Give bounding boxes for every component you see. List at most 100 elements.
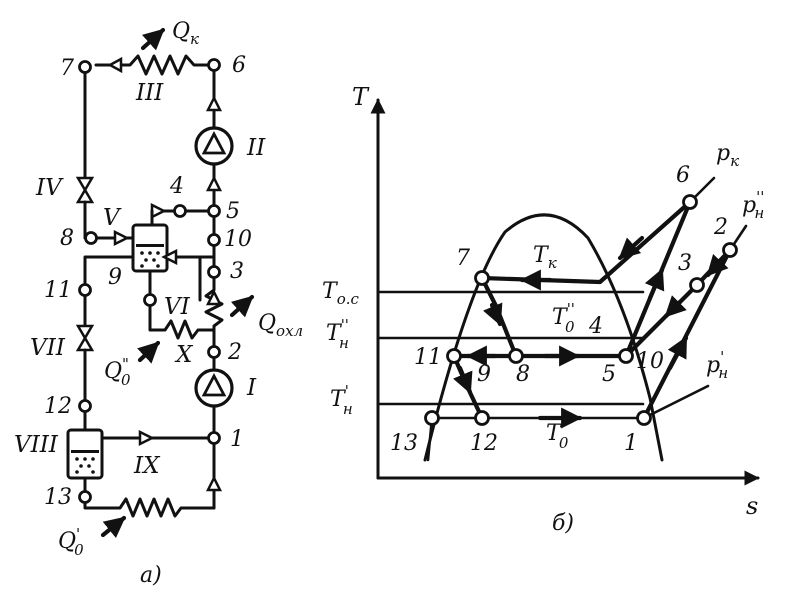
intermediate-vessel-v [131, 223, 169, 273]
label-pt-13: 13 [44, 485, 72, 510]
process-1-2 [641, 247, 733, 421]
node-4 [173, 204, 187, 218]
saturation-dome [423, 213, 664, 462]
heat-arrows [100, 27, 255, 539]
process-3-10 [623, 282, 700, 359]
coil-x [148, 298, 216, 340]
label-pt-5: 5 [226, 199, 240, 224]
caption-b: б) [552, 511, 574, 536]
ts-node-6 [682, 194, 698, 210]
node-1 [207, 431, 221, 445]
cooler-vi [204, 260, 224, 354]
compressor-i-triangle [201, 372, 227, 397]
label-iv: IV [35, 175, 64, 201]
flow-arrow [205, 175, 223, 192]
flow-arrow [107, 56, 123, 74]
scheme-element-labels: III II IV V VI VII X I VIII IX [14, 80, 266, 479]
ts-node-13 [424, 410, 440, 426]
isobar-ph-lo [642, 384, 710, 420]
label-i: I [246, 375, 257, 401]
node-13 [78, 490, 92, 504]
ts-node-1 [636, 410, 652, 426]
label-pt-9: 9 [108, 265, 122, 290]
flow-arrow [138, 429, 155, 447]
throttle-iv [75, 176, 95, 193]
label-th-lo: T'н [330, 382, 353, 418]
label-pk: pк [716, 141, 739, 170]
ts-point-labels: 6 2 3 7 4 11 9 8 5 10 13 12 1 [390, 163, 728, 456]
label-viii: VIII [14, 432, 59, 458]
label-t0-lo: T'0 [546, 416, 569, 452]
label-pt-1: 1 [230, 427, 244, 452]
ts-label-1: 1 [624, 431, 638, 456]
ts-label-6: 6 [676, 163, 690, 188]
ts-node-11 [446, 348, 462, 364]
arrow-7-8 [482, 302, 503, 327]
label-ph-lo: p'н [706, 348, 728, 382]
ts-node-10 [618, 348, 634, 364]
pipe-9 [83, 255, 135, 285]
ts-diagram: T s [322, 83, 764, 536]
label-pt-7: 7 [60, 56, 74, 81]
node-6 [207, 58, 221, 72]
label-ix: IX [133, 453, 161, 479]
node-9 [143, 293, 157, 307]
arrow-3-10 [663, 295, 687, 319]
ts-node-8 [508, 348, 524, 364]
heat-in-hi [137, 340, 161, 364]
label-pt-10: 10 [224, 227, 252, 252]
ts-node-3 [689, 277, 705, 293]
ts-label-12: 12 [470, 431, 498, 456]
arrow-1-2 [667, 335, 689, 371]
vessel-v-liquid [136, 244, 164, 268]
axis-s-label: s [746, 492, 758, 520]
label-pt-4: 4 [169, 174, 184, 199]
label-tk: Tк [533, 243, 557, 272]
label-pt-8: 8 [60, 226, 74, 251]
ts-label-10: 10 [636, 349, 664, 374]
node-5 [207, 204, 221, 218]
vessel-viii-liquid [71, 450, 99, 474]
label-pt-6: 6 [232, 53, 246, 78]
arrow-10-6 [644, 267, 665, 301]
label-pt-2: 2 [227, 340, 242, 365]
node-8 [84, 231, 98, 245]
ts-node-2 [722, 242, 738, 258]
label-t0-hi: T''0 [552, 300, 575, 336]
label-x: X [174, 342, 194, 368]
node-7 [78, 60, 92, 74]
label-tos: Tо.с [322, 279, 359, 308]
flow-arrow [205, 289, 223, 306]
node-3 [207, 265, 221, 279]
arrow-6-7 [617, 235, 645, 261]
label-q-cooler: Qохл [258, 311, 303, 340]
separator-viii [66, 428, 104, 480]
ts-label-9: 9 [477, 362, 491, 387]
ts-node-7 [474, 270, 490, 286]
node-2 [207, 345, 221, 359]
ts-label-5: 5 [602, 362, 616, 387]
axis-t-label: T [352, 83, 370, 111]
flow-arrow [150, 202, 167, 220]
throttle-vii-lower [75, 335, 95, 352]
ts-label-2: 2 [713, 215, 728, 240]
label-vii: VII [30, 335, 66, 361]
ts-label-7: 7 [456, 246, 470, 271]
label-pt-11: 11 [44, 278, 72, 303]
heat-out-condenser [140, 27, 166, 51]
scheme-point-labels: 7 6 4 5 8 10 3 11 9 2 12 1 13 [44, 53, 252, 510]
label-q0-hi: Q"0 [104, 355, 131, 389]
node-10 [207, 233, 221, 247]
condenser-coil-iii [94, 54, 216, 76]
flow-arrow [205, 95, 223, 112]
heat-in-lo [100, 515, 127, 539]
node-11 [78, 283, 92, 297]
throttle-vii [75, 324, 95, 341]
flow-arrow [113, 229, 130, 247]
evaporator-coil-lo [83, 495, 216, 518]
ts-node-12 [474, 410, 490, 426]
label-q-condenser: Qк [172, 19, 199, 48]
label-ph-hi: p''н [742, 188, 764, 222]
compressor-ii-triangle [201, 130, 227, 155]
